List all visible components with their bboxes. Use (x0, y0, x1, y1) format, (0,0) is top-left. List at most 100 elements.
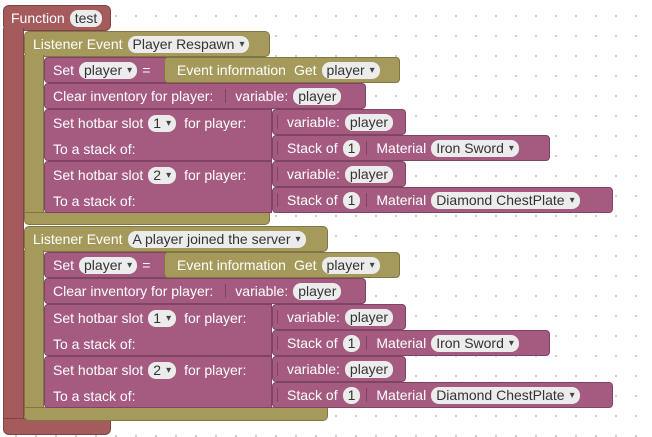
for-player-label: for player: (184, 115, 247, 131)
set-hotbar-slot-block[interactable]: Set hotbar slot 2 for player: To a stack… (44, 161, 272, 213)
input-notch (277, 193, 283, 207)
set-hotbar-slot-block[interactable]: Set hotbar slot 1 for player: To a stack… (44, 304, 272, 356)
function-name-field[interactable]: test (69, 9, 103, 27)
for-player-label: for player: (184, 310, 247, 326)
input-notch (277, 167, 283, 181)
get-label: Get (293, 62, 317, 78)
event-dropdown[interactable]: Player Respawn (127, 35, 250, 53)
clear-inventory-label: Clear inventory for player: (53, 283, 214, 299)
slot-dropdown[interactable]: 2 (148, 166, 177, 184)
variable-field[interactable]: player (344, 165, 394, 183)
set-hotbar-slot-block[interactable]: Set hotbar slot 1 for player: To a stack… (44, 109, 272, 161)
get-dropdown[interactable]: player (321, 256, 380, 274)
variable-block[interactable]: variable: player (272, 304, 406, 330)
equals-label: = (142, 257, 151, 273)
clear-inventory-block[interactable]: Clear inventory for player: variable: pl… (44, 278, 366, 304)
variable-dropdown[interactable]: player (79, 256, 138, 274)
input-notch (366, 193, 372, 207)
variable-field[interactable]: player (293, 282, 342, 300)
variable-label: variable: (287, 361, 340, 377)
input-notch (225, 284, 231, 298)
set-label: Set (53, 62, 75, 78)
function-block[interactable]: Function test (3, 5, 111, 31)
material-label: Material (376, 335, 427, 351)
listener-event-block[interactable]: Listener Event A player joined the serve… (24, 226, 328, 252)
stack-of-label: Stack of (287, 140, 338, 156)
listener-label: Listener Event (33, 36, 123, 52)
material-dropdown[interactable]: Iron Sword (431, 334, 519, 352)
variable-label: variable: (287, 166, 340, 182)
input-notch (366, 336, 372, 350)
material-dropdown[interactable]: Iron Sword (431, 139, 519, 157)
variable-block[interactable]: variable: player (272, 356, 406, 382)
stack-of-block[interactable]: Stack of 1 Material Diamond ChestPlate (272, 382, 613, 408)
slot-dropdown[interactable]: 1 (148, 309, 177, 327)
variable-block[interactable]: variable: player (272, 161, 406, 187)
event-information-block[interactable]: Event information Get player (164, 57, 400, 83)
stack-of-block[interactable]: Stack of 1 Material Diamond ChestPlate (272, 187, 613, 213)
slot-dropdown[interactable]: 2 (148, 361, 177, 379)
to-a-stack-label: To a stack of: (53, 388, 136, 404)
variable-field[interactable]: player (344, 113, 394, 131)
stack-of-label: Stack of (287, 387, 338, 403)
event-information-block[interactable]: Event information Get player (164, 252, 400, 278)
variable-label: variable: (287, 309, 340, 325)
listener-bottom-cap (24, 407, 328, 421)
event-information-label: Event information (177, 62, 286, 78)
set-hotbar-slot-label: Set hotbar slot (53, 115, 144, 131)
stack-count-field[interactable]: 1 (342, 191, 361, 209)
input-notch (277, 388, 283, 402)
set-hotbar-slot-label: Set hotbar slot (53, 167, 144, 183)
variable-block[interactable]: variable: player (272, 109, 406, 135)
function-body-strip (3, 28, 24, 420)
material-label: Material (376, 192, 427, 208)
variable-label: variable: (235, 88, 289, 104)
listener-body-strip (24, 250, 44, 410)
stack-of-block[interactable]: Stack of 1 Material Iron Sword (272, 330, 550, 356)
set-variable-block[interactable]: Set player = (44, 252, 170, 278)
for-player-label: for player: (184, 362, 247, 378)
stack-count-field[interactable]: 1 (342, 139, 361, 157)
listener-body-strip (24, 55, 44, 215)
set-hotbar-slot-block[interactable]: Set hotbar slot 2 for player: To a stack… (44, 356, 272, 408)
variable-label: variable: (235, 283, 289, 299)
variable-label: variable: (287, 114, 340, 130)
input-notch (277, 141, 283, 155)
input-notch (277, 362, 283, 376)
input-notch (277, 115, 283, 129)
set-label: Set (53, 257, 75, 273)
input-notch (225, 89, 231, 103)
event-dropdown[interactable]: A player joined the server (127, 230, 306, 248)
get-label: Get (293, 257, 317, 273)
input-notch (366, 141, 372, 155)
function-label: Function (11, 10, 65, 26)
set-variable-block[interactable]: Set player = (44, 57, 170, 83)
stack-of-block[interactable]: Stack of 1 Material Iron Sword (272, 135, 550, 161)
listener-label: Listener Event (33, 231, 123, 247)
material-dropdown[interactable]: Diamond ChestPlate (431, 191, 580, 209)
material-label: Material (376, 140, 427, 156)
set-hotbar-slot-label: Set hotbar slot (53, 362, 144, 378)
clear-inventory-label: Clear inventory for player: (53, 88, 214, 104)
variable-field[interactable]: player (293, 87, 342, 105)
get-dropdown[interactable]: player (321, 61, 380, 79)
input-notch (277, 336, 283, 350)
variable-field[interactable]: player (344, 360, 394, 378)
event-information-label: Event information (177, 257, 286, 273)
variable-field[interactable]: player (344, 308, 394, 326)
input-notch (366, 388, 372, 402)
variable-dropdown[interactable]: player (79, 61, 138, 79)
equals-label: = (142, 62, 151, 78)
listener-event-block[interactable]: Listener Event Player Respawn (24, 31, 270, 57)
clear-inventory-block[interactable]: Clear inventory for player: variable: pl… (44, 83, 366, 109)
slot-dropdown[interactable]: 1 (148, 114, 177, 132)
material-dropdown[interactable]: Diamond ChestPlate (431, 386, 580, 404)
material-label: Material (376, 387, 427, 403)
stack-count-field[interactable]: 1 (342, 386, 361, 404)
stack-count-field[interactable]: 1 (342, 334, 361, 352)
to-a-stack-label: To a stack of: (53, 193, 136, 209)
input-notch (277, 310, 283, 324)
stack-of-label: Stack of (287, 335, 338, 351)
to-a-stack-label: To a stack of: (53, 336, 136, 352)
stack-of-label: Stack of (287, 192, 338, 208)
